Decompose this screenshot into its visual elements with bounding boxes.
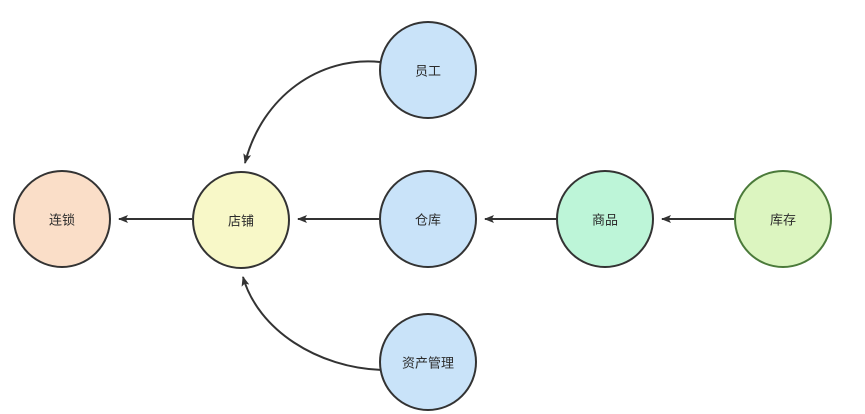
edges-layer	[118, 60, 734, 371]
node-asset-management[interactable]: 资产管理	[379, 313, 477, 411]
node-store[interactable]: 店铺	[192, 171, 290, 269]
node-product[interactable]: 商品	[556, 170, 654, 268]
edge-asset-management-to-store	[241, 276, 383, 371]
node-chain[interactable]: 连锁	[13, 170, 111, 268]
nodes-layer: 连锁店铺员工仓库商品库存资产管理	[13, 21, 832, 411]
edge-employee-to-store	[243, 60, 381, 164]
node-shape-warehouse[interactable]	[379, 170, 477, 268]
node-shape-employee[interactable]	[379, 21, 477, 119]
node-shape-product[interactable]	[556, 170, 654, 268]
node-inventory[interactable]: 库存	[734, 170, 832, 268]
node-shape-inventory[interactable]	[734, 170, 832, 268]
node-warehouse[interactable]: 仓库	[379, 170, 477, 268]
node-shape-asset-management[interactable]	[379, 313, 477, 411]
node-shape-chain[interactable]	[13, 170, 111, 268]
node-employee[interactable]: 员工	[379, 21, 477, 119]
node-shape-store[interactable]	[192, 171, 290, 269]
